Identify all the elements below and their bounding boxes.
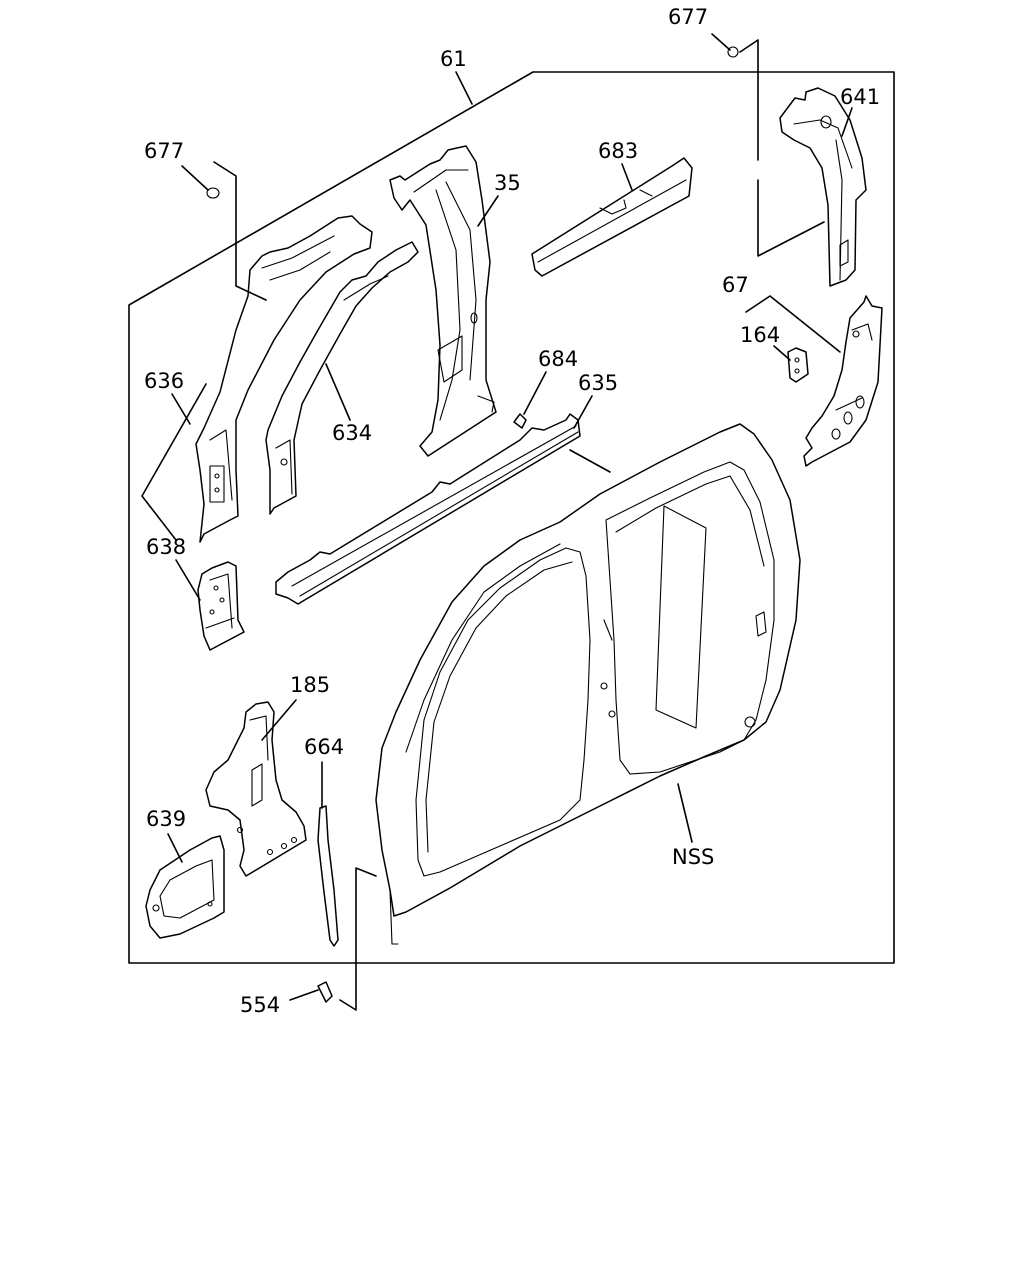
callout-35: 35 [494, 171, 521, 195]
part-684-clip [513, 413, 527, 429]
part-67-rear-pillar-lower [803, 295, 883, 467]
part-677-left-clip [206, 187, 220, 199]
part-185-hinge-pillar [205, 701, 307, 877]
callout-164: 164 [740, 323, 780, 347]
callout-nss: NSS [672, 845, 714, 869]
callout-677-top: 677 [668, 5, 708, 29]
callout-636: 636 [144, 369, 184, 393]
callout-635: 635 [578, 371, 618, 395]
part-677-top-clip [727, 46, 739, 58]
part-554-clip [317, 981, 333, 1003]
part-164-bracket [787, 347, 809, 383]
part-634-front-pillar-inner [265, 241, 419, 515]
part-638-lower-pillar [197, 561, 245, 651]
leader-lines [141, 33, 853, 1011]
assembly-frame [128, 71, 895, 964]
part-664-weatherstrip [317, 805, 339, 947]
callout-638: 638 [146, 535, 186, 559]
part-nss-side-outer-panel [375, 423, 801, 945]
callout-67: 67 [722, 273, 749, 297]
callout-634: 634 [332, 421, 372, 445]
part-636-front-pillar [195, 215, 373, 543]
callout-labels: 61 677 641 677 683 35 67 164 684 635 636… [144, 5, 880, 1017]
callout-664: 664 [304, 735, 344, 759]
part-635-side-sill [275, 413, 581, 605]
part-641-rear-upper-panel [779, 87, 867, 287]
callout-641: 641 [840, 85, 880, 109]
callout-683: 683 [598, 139, 638, 163]
callout-639: 639 [146, 807, 186, 831]
part-639-lower-reinforcement [145, 835, 225, 939]
part-35-center-pillar [389, 145, 497, 457]
callout-677-left: 677 [144, 139, 184, 163]
callout-61: 61 [440, 47, 467, 71]
callout-684: 684 [538, 347, 578, 371]
callout-185: 185 [290, 673, 330, 697]
part-683-roof-rail [531, 157, 693, 277]
callout-554: 554 [240, 993, 280, 1017]
